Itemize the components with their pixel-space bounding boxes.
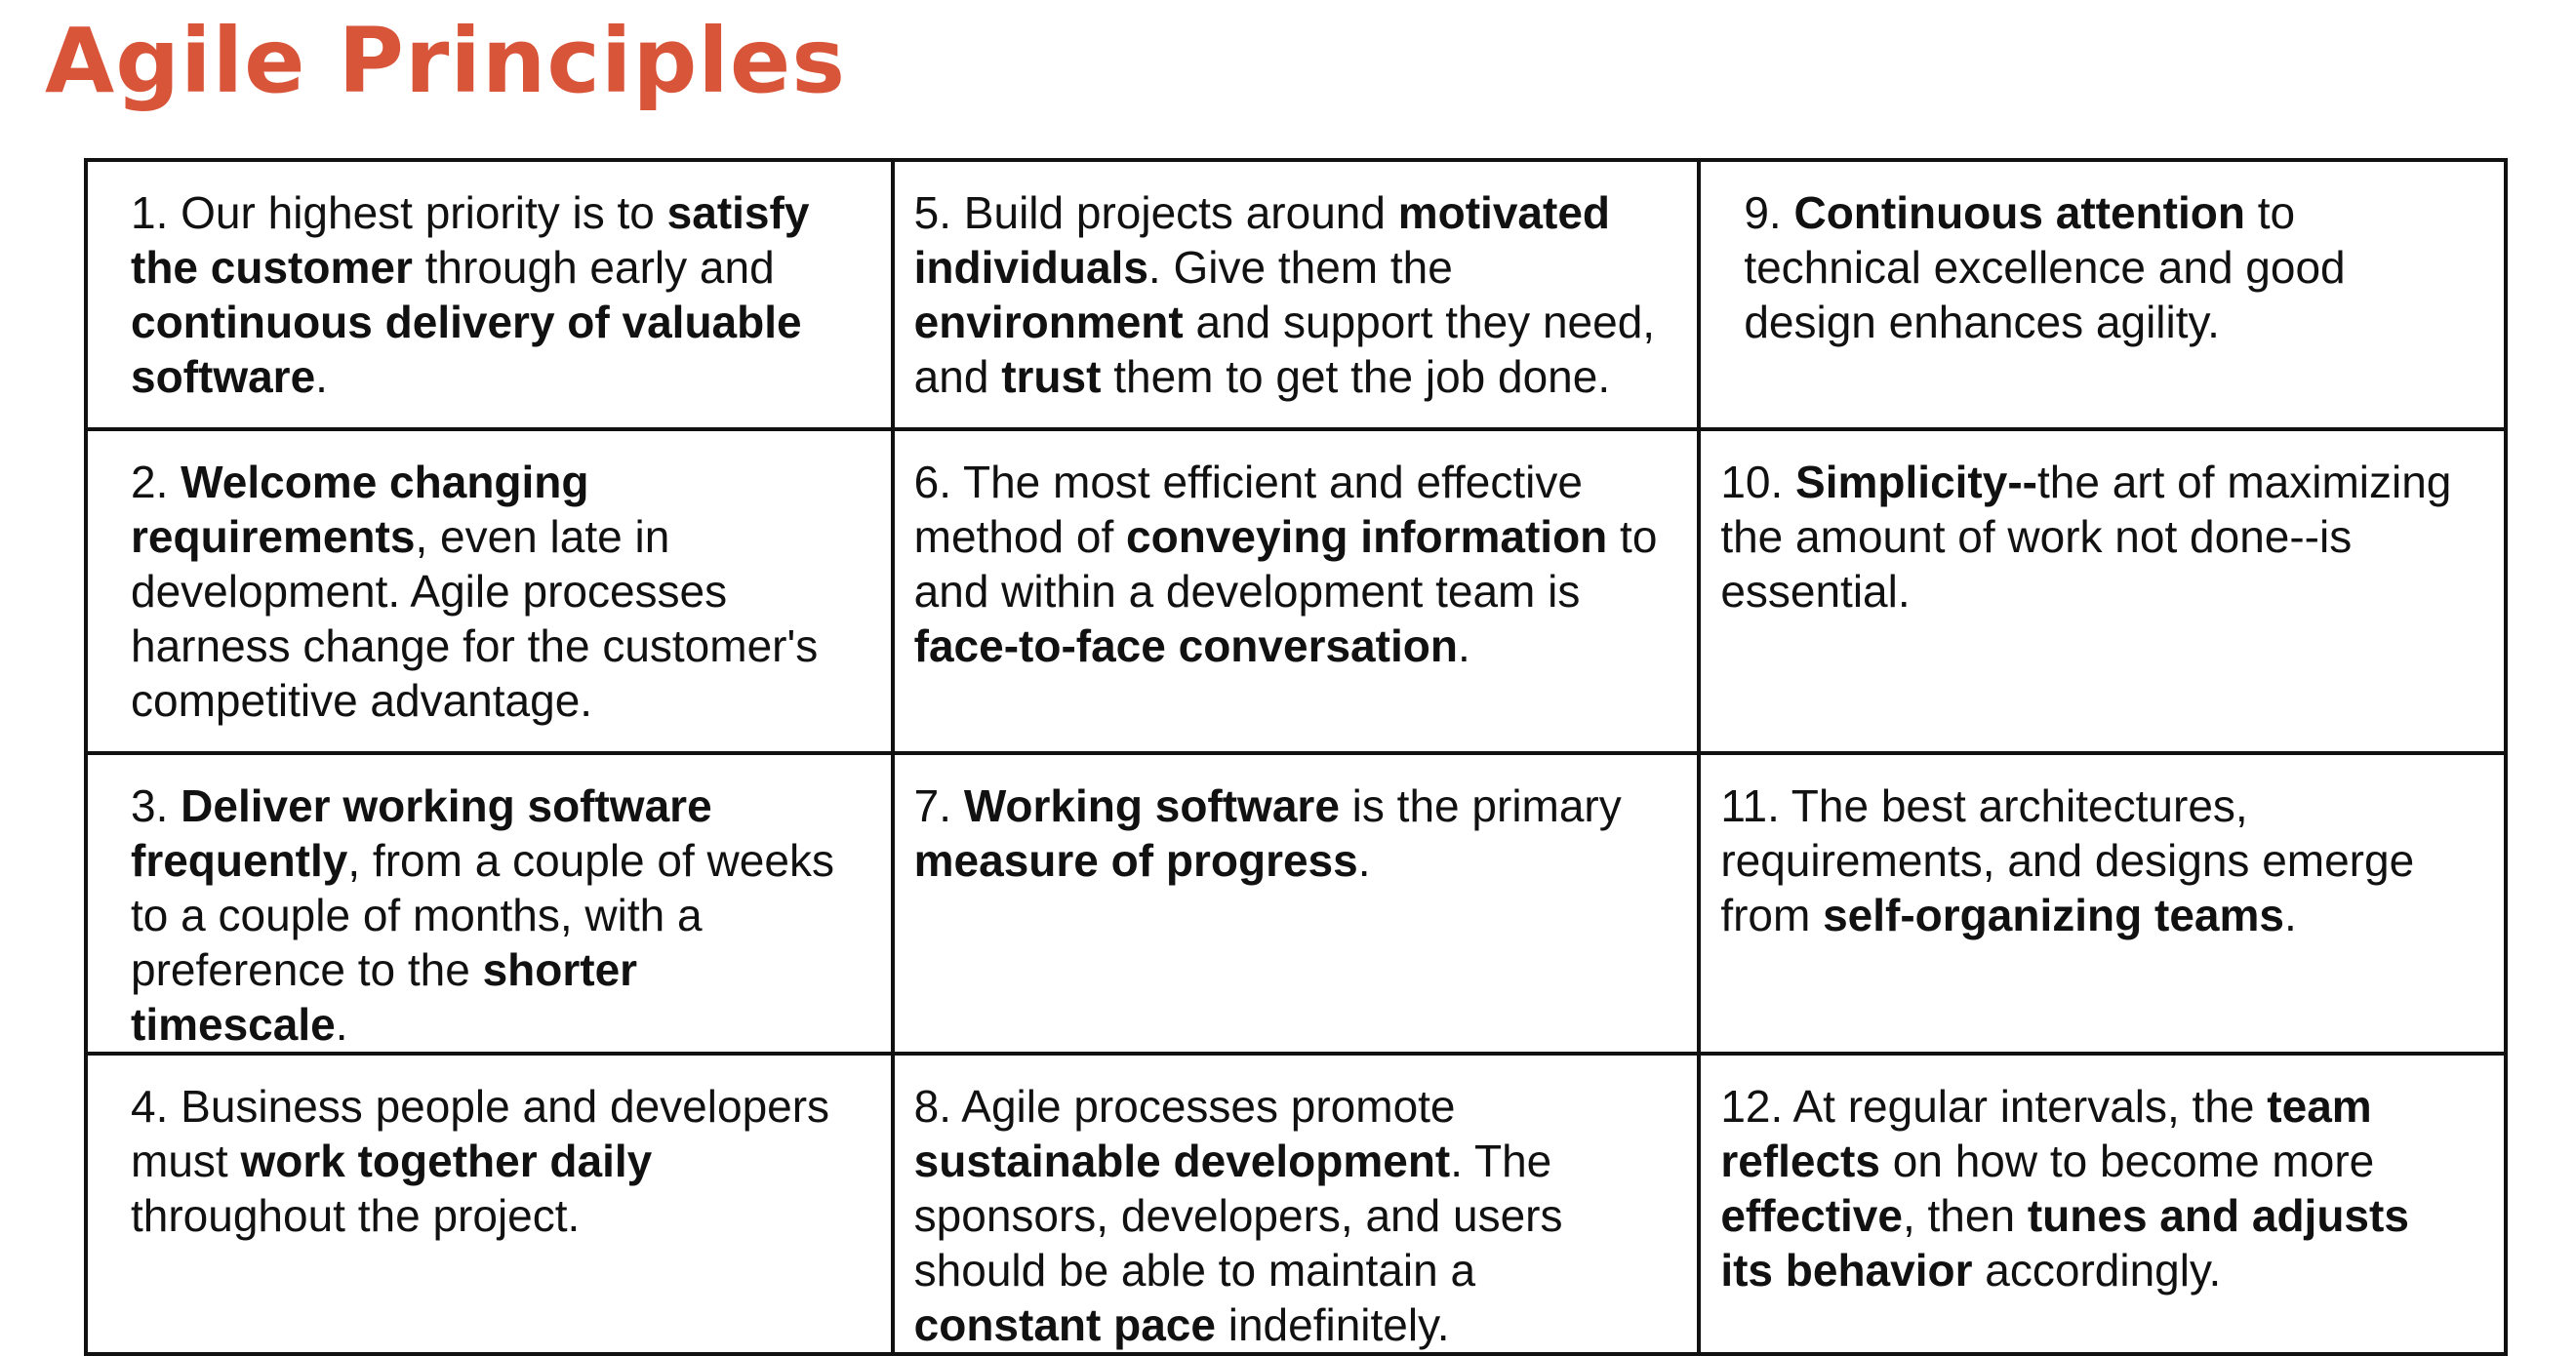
principle-text: throughout the project. [131, 1190, 581, 1241]
principle-text: them to get the job done. [1101, 351, 1611, 402]
principle-text: 10. [1720, 457, 1796, 507]
principle-text: is the primary [1339, 780, 1622, 831]
bold-phrase: effective [1720, 1190, 1903, 1241]
principle-text: , then [1902, 1190, 2028, 1241]
principle-text: 3. [131, 780, 181, 831]
bold-phrase: Working software [963, 780, 1340, 831]
principle-text: 11. The best architectures, requirements… [1720, 780, 2415, 940]
principle-text: to and within a development team is [913, 511, 1658, 617]
bold-phrase: face-to-face conversation [913, 620, 1458, 671]
principle-cell-4: 4. Business people and developers must w… [84, 1052, 895, 1356]
principle-cell-2: 2. Welcome changing requirements, even l… [84, 427, 895, 755]
principle-text: . Give them the [1147, 242, 1453, 293]
bold-phrase: constant pace [913, 1299, 1216, 1350]
principle-text: . [335, 999, 348, 1050]
table-row: 3. Deliver working software frequently, … [84, 751, 2508, 1056]
table-row: 1. Our highest priority is to satisfy th… [84, 158, 2508, 431]
principle-cell-10: 10. Simplicity--the art of maximizing th… [1697, 427, 2508, 755]
principle-text: , even late in development. Agile proces… [131, 511, 819, 726]
bold-phrase: satisfy the customer [131, 187, 810, 293]
bold-phrase: environment [913, 297, 1184, 347]
principle-text: . The sponsors, developers, and users sh… [913, 1136, 1563, 1296]
bold-phrase: self-organizing teams [1823, 890, 2284, 940]
principle-text: 6. The most efficient and effective meth… [913, 457, 1583, 562]
principle-cell-1: 1. Our highest priority is to satisfy th… [84, 158, 895, 431]
table-row: 4. Business people and developers must w… [84, 1052, 2508, 1356]
principle-text: 5. Build projects around [913, 187, 1398, 238]
bold-phrase: conveying information [1126, 511, 1608, 562]
principles-table: 1. Our highest priority is to satisfy th… [84, 158, 2508, 1356]
principle-text: . [315, 351, 328, 402]
principle-text: 8. Agile processes promote [913, 1081, 1456, 1132]
principle-text: 9. [1744, 187, 1794, 238]
principle-text: on how to become more [1879, 1136, 2375, 1186]
principle-text: , from a couple of weeks to a couple of … [131, 835, 834, 995]
table-row: 2. Welcome changing requirements, even l… [84, 427, 2508, 755]
bold-phrase: work together daily [240, 1136, 653, 1186]
principle-cell-8: 8. Agile processes promote sustainable d… [890, 1052, 1702, 1356]
bold-phrase: Continuous attention [1793, 187, 2245, 238]
bold-phrase: trust [1001, 351, 1102, 402]
principle-cell-9: 9. Continuous attention to technical exc… [1697, 158, 2508, 431]
bold-phrase: motivated individuals [913, 187, 1610, 293]
principle-text: 4. Business people and developers must [131, 1081, 830, 1186]
page-title: Agile Principles [45, 9, 846, 113]
bold-phrase: tunes and adjusts its behavior [1720, 1190, 2409, 1296]
principle-text: the art of maximizing the amount of work… [1720, 457, 2452, 617]
principle-cell-6: 6. The most efficient and effective meth… [890, 427, 1702, 755]
bold-phrase: continuous delivery of valuable software [131, 297, 802, 402]
principle-cell-3: 3. Deliver working software frequently, … [84, 751, 895, 1056]
principle-text: . [1457, 620, 1470, 671]
principle-text: indefinitely. [1215, 1299, 1450, 1350]
principle-text: and support they need, and [913, 297, 1656, 402]
principle-text: 7. [913, 780, 964, 831]
principle-text: through early and [412, 242, 775, 293]
bold-phrase: Deliver working software frequently [131, 780, 712, 886]
principle-cell-11: 11. The best architectures, requirements… [1697, 751, 2508, 1056]
principle-text: . [1357, 835, 1371, 886]
principle-text: 1. Our highest priority is to [131, 187, 667, 238]
principle-text: . [2283, 890, 2297, 940]
bold-phrase: Simplicity-- [1795, 457, 2037, 507]
principle-text: accordingly. [1972, 1245, 2222, 1296]
bold-phrase: team reflects [1720, 1081, 2372, 1186]
principle-text: to technical excellence and good design … [1744, 187, 2346, 347]
principle-cell-5: 5. Build projects around motivated indiv… [890, 158, 1702, 431]
principle-text: 12. At regular intervals, the [1720, 1081, 2268, 1132]
principle-cell-7: 7. Working software is the primary measu… [890, 751, 1702, 1056]
principle-text: 2. [131, 457, 181, 507]
bold-phrase: measure of progress [913, 835, 1358, 886]
bold-phrase: sustainable development [913, 1136, 1451, 1186]
bold-phrase: Welcome changing requirements [131, 457, 589, 562]
bold-phrase: shorter timescale [131, 944, 638, 1050]
principle-cell-12: 12. At regular intervals, the team refle… [1697, 1052, 2508, 1356]
